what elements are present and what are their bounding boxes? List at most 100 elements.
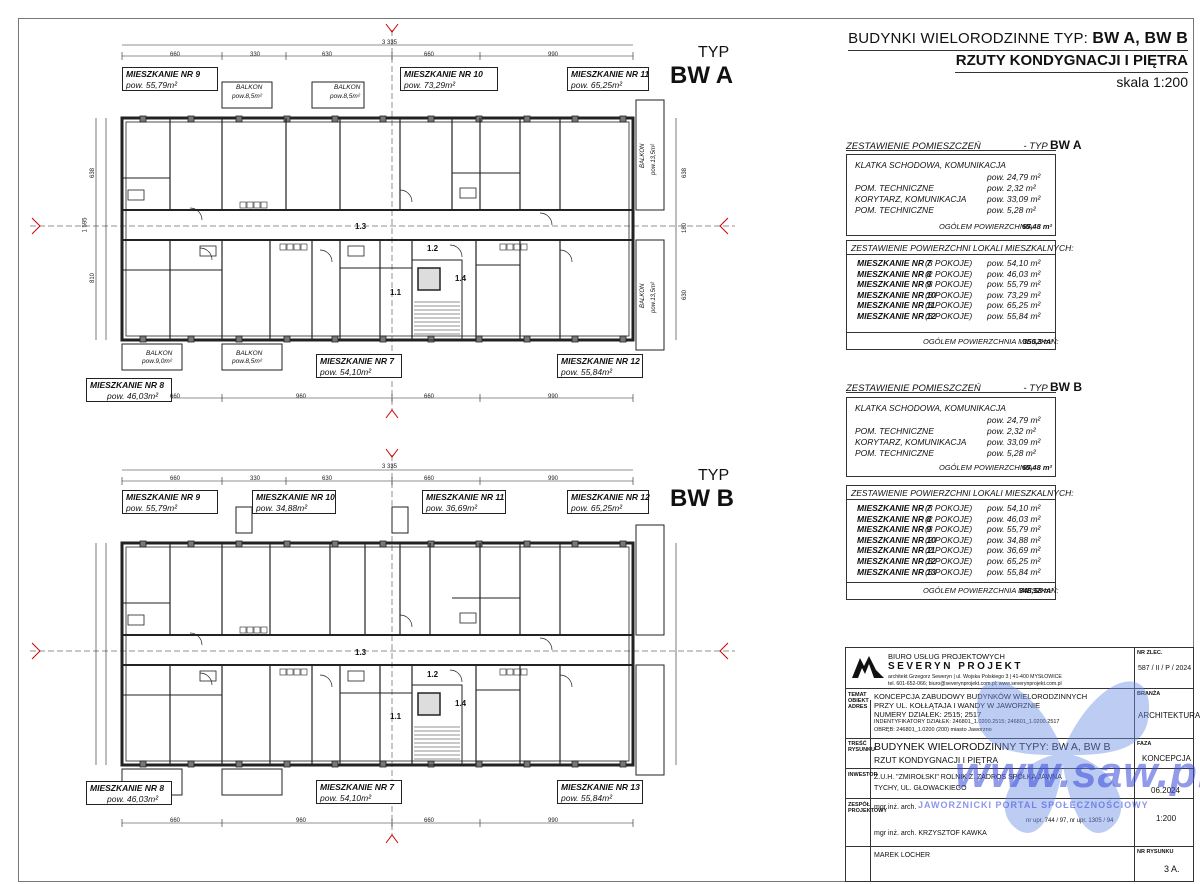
bathtub-fixture	[459, 187, 477, 199]
common-name: POM. TECHNICZNE	[855, 183, 934, 193]
title-block: BIURO USŁUG PROJEKTOWYCH SEVERYN PROJEKT…	[845, 647, 1200, 882]
room-number: 1.3	[355, 222, 367, 231]
apt-label: MIESZKANIE NR 10	[404, 69, 483, 79]
sheet-title-prefix: BUDYNKI WIELORODZINNE TYP:	[848, 30, 1093, 47]
uprawnienia: nr upr. 744 / 97, nr upr. 1305 / 94	[1026, 818, 1114, 824]
dim: 660	[424, 394, 435, 400]
kitchen-fixture	[239, 201, 247, 209]
company-address: architekt Grzegorz Seweryn | ul. Wojska …	[888, 674, 1062, 680]
apt-label: MIESZKANIE NR 8	[90, 783, 165, 793]
header-rule	[848, 50, 1188, 51]
column	[523, 115, 531, 123]
apt-label: MIESZKANIE NR 9	[126, 69, 201, 79]
kitchen-fixture	[246, 201, 254, 209]
dim: 638	[90, 167, 97, 179]
room-number: 1.2	[427, 670, 439, 679]
door-swing	[449, 669, 463, 683]
column	[139, 540, 147, 548]
room-number: 1.3	[355, 648, 367, 657]
apt-row-name: MIESZKANIE NR 10	[857, 289, 936, 300]
apt-total-label: OGÓLEM POWIERZCHNIA MIESZKAŃ:	[923, 337, 1059, 346]
table-title-text: ZESTAWIENIE POMIESZCZEŃ	[846, 141, 981, 152]
apt-row-rooms: (2 POKOJE)	[925, 513, 973, 524]
apt-total-label: OGÓLEM POWIERZCHNIA MIESZKAŃ:	[923, 586, 1059, 595]
table-a-apartments: ZESTAWIENIE POWIERZCHNI LOKALI MIESZKALN…	[846, 240, 1074, 350]
dim: 180	[682, 222, 689, 234]
inner-wall-face	[125, 121, 630, 337]
apt-area: pow. 46,03m²	[107, 391, 159, 401]
dim: 330	[250, 476, 261, 482]
apt-area: pow. 46,03m²	[107, 794, 159, 804]
column	[139, 335, 147, 343]
drawing-frame	[18, 18, 1194, 882]
bathtub-fixture	[347, 245, 365, 257]
kitchen-fixture	[513, 243, 521, 251]
apt-row-name: MIESZKANIE NR 8	[857, 513, 932, 524]
section-marker-icon	[31, 217, 41, 235]
column	[619, 335, 627, 343]
kitchen-fixture	[260, 201, 268, 209]
column	[523, 540, 531, 548]
kitchen-fixture	[506, 668, 514, 676]
table-rule	[847, 332, 1055, 333]
floor-plans	[30, 23, 735, 844]
balcony	[635, 524, 665, 636]
tresc-label: TREŚĆ RYSUNKU	[848, 741, 875, 753]
plan-a-apt-label-box: MIESZKANIE NR 9 pow. 55,79m²	[122, 67, 218, 91]
kitchen-fixture	[253, 626, 261, 634]
apt-area: pow. 34,88m²	[256, 503, 308, 513]
kitchen-fixture	[499, 668, 507, 676]
apt-row-name: MIESZKANIE NR 7	[857, 258, 932, 268]
apt-row-rooms: (3 POKOJE)	[925, 503, 973, 513]
common-area: pow. 5,28 m²	[987, 448, 1036, 458]
column	[235, 540, 243, 548]
plan-b-apt-label-box: MIESZKANIE NR 10 pow. 34,88m²	[252, 490, 336, 514]
plan-a-typ-label: TYP	[698, 44, 730, 61]
balcony	[311, 81, 365, 109]
apt-label: MIESZKANIE NR 11	[571, 69, 650, 79]
balcony-area: pow.8,5m²	[232, 93, 262, 100]
column	[331, 760, 339, 768]
door-swing	[319, 674, 333, 688]
nr-rys: 3 A.	[1164, 864, 1180, 874]
nr-zlec-label: NR ZLEC.	[1137, 650, 1163, 656]
section-marker-icon	[385, 448, 399, 458]
balcony	[221, 768, 283, 796]
column	[475, 115, 483, 123]
apt-row-name: MIESZKANIE NR 11	[857, 300, 936, 311]
dim: 990	[548, 394, 559, 400]
plan-a-name: BW A	[670, 62, 734, 89]
common-total: 65,48 m²	[1022, 222, 1053, 231]
kitchen-fixture	[286, 243, 294, 251]
sheet-title-types: BW A, BW B	[1092, 30, 1188, 47]
room-number: 1.2	[427, 244, 439, 253]
balcony	[635, 664, 665, 776]
apt-row-area: pow. 54,10 m²	[987, 503, 1041, 513]
apt-label: MIESZKANIE NR 12	[571, 492, 650, 502]
apt-row-area: pow. 55,79 m²	[987, 524, 1041, 535]
apt-area: pow. 55,84m²	[561, 367, 613, 377]
room-number: 1.1	[390, 288, 402, 297]
common-name: POM. TECHNICZNE	[855, 205, 934, 215]
balcony	[635, 239, 665, 351]
header-rule	[955, 72, 1188, 73]
column	[619, 540, 627, 548]
apt-area: pow. 54,10m²	[320, 793, 372, 803]
table-b-apartments: ZESTAWIENIE POWIERZCHNI LOKALI MIESZKALN…	[846, 485, 1074, 600]
column	[283, 335, 291, 343]
apt-area: pow. 65,25m²	[571, 80, 623, 90]
bathtub-fixture	[199, 670, 217, 682]
section-marker-icon	[385, 23, 399, 33]
column	[139, 115, 147, 123]
table-rule	[847, 254, 1055, 255]
apt-label: MIESZKANIE NR 10	[256, 492, 335, 502]
apt-row-name: MIESZKANIE NR 9	[857, 279, 932, 290]
temat-line: PRZY UL. KOŁŁĄTAJA I WANDY W JAWORZNIE	[874, 701, 1041, 710]
apt-row-rooms: (3 POKOJE)	[925, 556, 973, 566]
common-name: KORYTARZ, KOMUNIKACJA	[855, 437, 967, 447]
column	[379, 540, 387, 548]
column	[427, 540, 435, 548]
common-name: KORYTARZ, KOMUNIKACJA	[855, 194, 967, 204]
section-marker-icon	[719, 217, 729, 235]
common-total-label: OGÓLEM POWIERZCHNIA:	[939, 222, 1035, 231]
